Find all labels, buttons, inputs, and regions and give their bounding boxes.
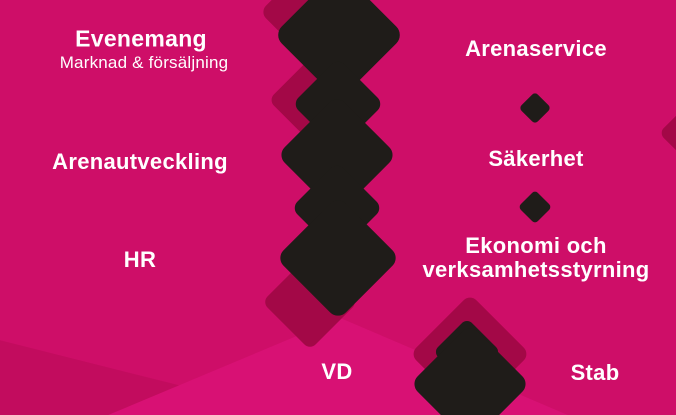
dept-label-sakerhet: Säkerhet [488, 146, 584, 171]
dept-label-hr: HR [123, 247, 157, 272]
dept-label-ekonomi-line1: Ekonomi och [465, 233, 607, 258]
dept-label-arenautveckling: Arenautveckling [52, 149, 228, 174]
separator-diamond-1-icon [518, 91, 552, 125]
dept-sublabel-marknad-forsaljning: Marknad & försäljning [59, 53, 229, 72]
dept-label-arenaservice: Arenaservice [465, 36, 607, 61]
separator-diamond-2-icon [518, 190, 552, 224]
dept-label-evenemang: Evenemang [75, 25, 207, 52]
dept-label-vd: VD [321, 359, 353, 384]
dept-label-ekonomi-line2: verksamhetsstyrning [422, 257, 650, 282]
crimson-edge-diamond-icon [658, 94, 676, 172]
dept-label-stab: Stab [570, 360, 620, 385]
